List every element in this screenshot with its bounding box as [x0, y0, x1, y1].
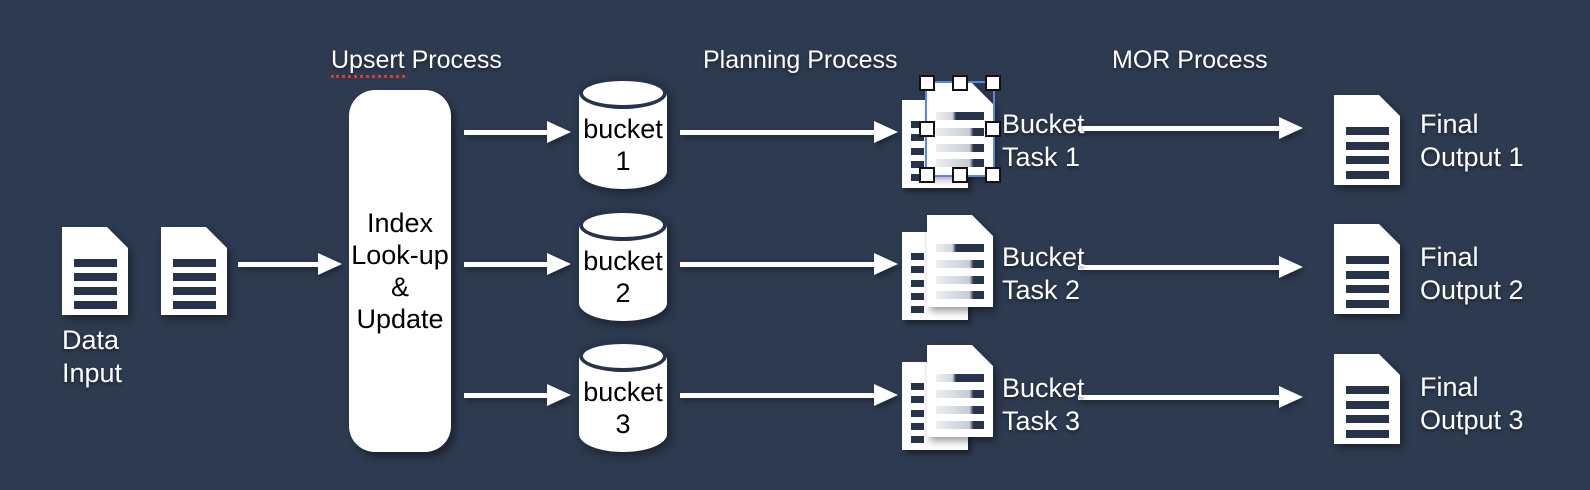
bucket-task2-label[interactable]: Bucket Task 2	[1002, 242, 1085, 305]
arrowhead-icon	[547, 253, 571, 275]
document-stack-icon-task3[interactable]	[902, 345, 994, 453]
planning-title-text: Planning Process	[703, 46, 898, 74]
arrow-task3-to-output3[interactable]	[1078, 386, 1303, 408]
arrow-input-to-upsert[interactable]	[238, 253, 342, 275]
document-icon-input-2[interactable]	[161, 227, 227, 315]
cylinder-top-ellipse	[579, 77, 667, 109]
cylinder-top-ellipse	[579, 209, 667, 241]
arrowhead-icon	[874, 253, 898, 275]
document-stack-icon-task2[interactable]	[902, 215, 994, 323]
upsert-process-title[interactable]: Upsert Process	[331, 46, 502, 78]
selection-handle-bottom-left[interactable]	[919, 167, 935, 183]
selection-handle-mid-left[interactable]	[919, 121, 935, 137]
arrow-task2-to-output2[interactable]	[1078, 256, 1303, 278]
upsert-word-misspelled: Upsert	[331, 46, 405, 78]
arrow-bucket3-to-task3[interactable]	[680, 384, 898, 406]
front-page	[927, 215, 993, 307]
index-lookup-update-text: Index Look-up & Update	[351, 208, 449, 334]
mor-title-text: MOR Process	[1112, 46, 1268, 74]
front-page	[927, 83, 993, 175]
data-input-line2: Input	[62, 358, 123, 388]
arrowhead-icon	[1279, 117, 1303, 139]
selection-handle-top-center[interactable]	[952, 75, 968, 91]
document-icon-output3[interactable]	[1334, 354, 1400, 444]
final-output2-label[interactable]: Final Output 2	[1420, 242, 1524, 305]
document-icon-output1[interactable]	[1334, 95, 1400, 185]
arrow-upsert-to-bucket2[interactable]	[464, 253, 571, 275]
arrowhead-icon	[547, 121, 571, 143]
arrow-task1-to-output1[interactable]	[1078, 117, 1303, 139]
selection-handle-mid-right[interactable]	[985, 121, 1001, 137]
arrow-bucket2-to-task2[interactable]	[680, 253, 898, 275]
selection-handle-top-left[interactable]	[919, 75, 935, 91]
front-page	[927, 345, 993, 437]
document-icon-output2[interactable]	[1334, 224, 1400, 314]
selection-handle-top-right[interactable]	[985, 75, 1001, 91]
planning-process-title[interactable]: Planning Process	[703, 46, 898, 75]
document-stack-icon-task1-selected[interactable]	[902, 75, 1001, 191]
cylinder-body	[579, 356, 667, 452]
selection-handle-bottom-center[interactable]	[952, 167, 968, 183]
final-output1-label[interactable]: Final Output 1	[1420, 109, 1524, 172]
bucket-task1-label[interactable]: Bucket Task 1	[1002, 109, 1085, 172]
arrowhead-icon	[874, 384, 898, 406]
data-input-line1: Data	[62, 325, 120, 355]
mor-process-title[interactable]: MOR Process	[1112, 46, 1268, 75]
arrow-upsert-to-bucket1[interactable]	[464, 121, 571, 143]
arrow-bucket1-to-task1[interactable]	[680, 121, 898, 143]
cylinder-body	[579, 225, 667, 321]
bucket-task3-label[interactable]: Bucket Task 3	[1002, 373, 1085, 436]
cylinder-top-ellipse	[579, 340, 667, 372]
arrowhead-icon	[547, 384, 571, 406]
final-output3-label[interactable]: Final Output 3	[1420, 372, 1524, 435]
document-icon-input-1[interactable]	[62, 227, 128, 315]
arrow-upsert-to-bucket3[interactable]	[464, 384, 571, 406]
arrowhead-icon	[1279, 386, 1303, 408]
cylinder-body	[579, 93, 667, 189]
arrowhead-icon	[1279, 256, 1303, 278]
index-lookup-update-box[interactable]: Index Look-up & Update	[349, 90, 451, 452]
arrowhead-icon	[318, 253, 342, 275]
upsert-title-rest: Process	[404, 46, 502, 74]
data-input-label[interactable]: Data Input	[62, 324, 122, 390]
selection-handle-bottom-right[interactable]	[985, 167, 1001, 183]
arrowhead-icon	[874, 121, 898, 143]
